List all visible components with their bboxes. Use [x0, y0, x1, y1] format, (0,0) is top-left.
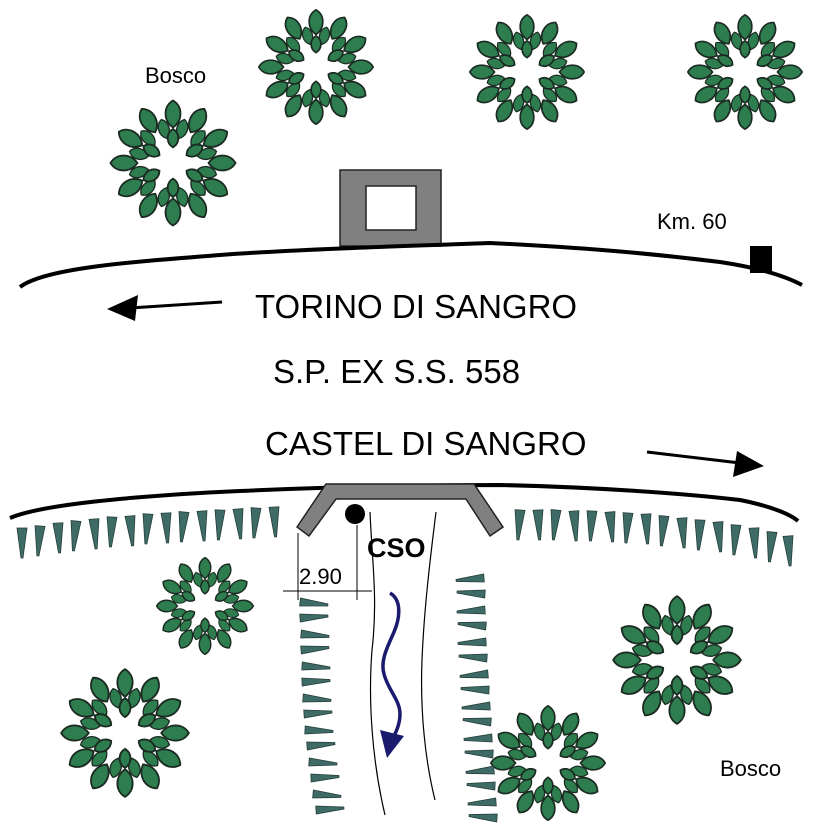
measurement-point-icon	[345, 504, 365, 524]
distance-dimension	[283, 525, 372, 600]
bosco-label-top: Bosco	[145, 63, 206, 88]
tree-canopy-icon	[470, 15, 584, 129]
kilometer-post-icon	[750, 246, 772, 273]
culvert-outlet-icon	[295, 483, 505, 538]
tree-canopy-icon	[61, 669, 189, 797]
embankment-left	[16, 506, 281, 559]
stream-bank-left	[299, 597, 345, 815]
tree-canopy-icon	[157, 558, 254, 655]
road-edge-north	[18, 240, 803, 289]
stream-bank-right	[455, 573, 498, 823]
distance-label: 2.90	[299, 564, 342, 589]
direction-east-label: CASTEL DI SANGRO	[265, 425, 587, 462]
culvert-headwall-icon	[339, 169, 442, 247]
tree-canopy-icon	[259, 10, 373, 124]
road-name-label: S.P. EX S.S. 558	[273, 353, 520, 390]
flow-direction-arrow-icon	[380, 591, 404, 758]
bosco-label-bottom: Bosco	[720, 756, 781, 781]
km-marker-label: Km. 60	[657, 209, 727, 234]
tree-canopy-icon	[111, 101, 236, 226]
direction-west-label: TORINO DI SANGRO	[255, 288, 577, 325]
station-code-label: CSO	[367, 533, 426, 563]
tree-canopy-icon	[491, 706, 605, 820]
stream-channel	[369, 511, 437, 816]
tree-canopy-icon	[613, 596, 741, 724]
tree-canopy-icon	[688, 15, 802, 129]
embankment-right	[512, 509, 796, 567]
arrow-right-icon	[646, 450, 764, 477]
arrow-left-icon	[107, 295, 223, 321]
